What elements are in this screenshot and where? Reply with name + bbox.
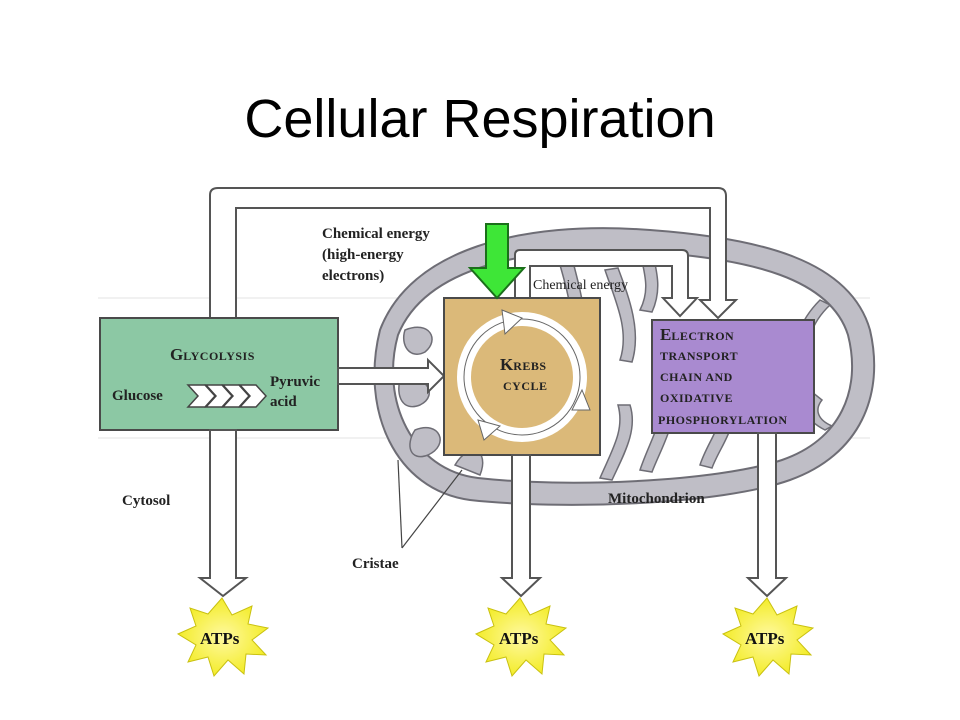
cristae-label: Cristae xyxy=(352,556,399,572)
glycolysis-box xyxy=(99,317,339,431)
glucose-label: Glucose xyxy=(112,388,163,404)
atp-burst-2: ATPs xyxy=(474,597,568,677)
cytosol-label: Cytosol xyxy=(122,493,170,509)
cristae-pointer-2 xyxy=(401,469,463,549)
top-label-line-1: Chemical energy xyxy=(322,226,430,242)
inner-energy-label: Chemical energy xyxy=(533,278,628,293)
atp-label-3: ATPs xyxy=(745,629,785,648)
etc-line-2: TRANSPORT xyxy=(660,349,738,363)
glycolysis-atp-arrow xyxy=(197,429,249,598)
atp-label-1: ATPs xyxy=(200,629,240,648)
krebs-cycle-ring xyxy=(457,309,591,442)
mitochondrion-label: Mitochondrion xyxy=(608,491,705,507)
atp-burst-3: ATPs xyxy=(721,597,815,677)
etc-atp-arrow xyxy=(745,432,789,598)
krebs-title: KREBS xyxy=(500,355,547,374)
atp-label-2: ATPs xyxy=(499,629,539,648)
top-label-line-3: electrons) xyxy=(322,268,384,284)
glycolysis-title: GLYCOLYSIS xyxy=(170,345,255,364)
etc-box xyxy=(651,319,815,434)
highlight-down-arrow xyxy=(467,223,527,300)
glycolysis-to-krebs-arrow xyxy=(337,357,446,395)
etc-line-3: CHAIN AND xyxy=(660,370,733,384)
top-label-line-2: (high-energy xyxy=(322,247,404,263)
krebs-subtitle: CYCLE xyxy=(503,379,548,393)
slide-title: Cellular Respiration xyxy=(244,89,716,149)
inner-energy-arrow xyxy=(514,249,700,318)
cristae-pointer-1 xyxy=(397,459,403,549)
krebs-atp-arrow xyxy=(499,454,543,598)
etc-line-5: PHOSPHORYLATION xyxy=(658,413,788,427)
atp-burst-1: ATPs xyxy=(176,597,270,677)
glycolysis-chevrons xyxy=(186,384,268,408)
pyruvic-acid-label-1: Pyruvic xyxy=(270,374,320,390)
top-energy-arrow xyxy=(209,187,739,581)
etc-line-1: ELECTRON xyxy=(660,325,734,344)
etc-line-4: OXIDATIVE xyxy=(660,391,733,405)
pyruvic-acid-label-2: acid xyxy=(270,394,297,410)
